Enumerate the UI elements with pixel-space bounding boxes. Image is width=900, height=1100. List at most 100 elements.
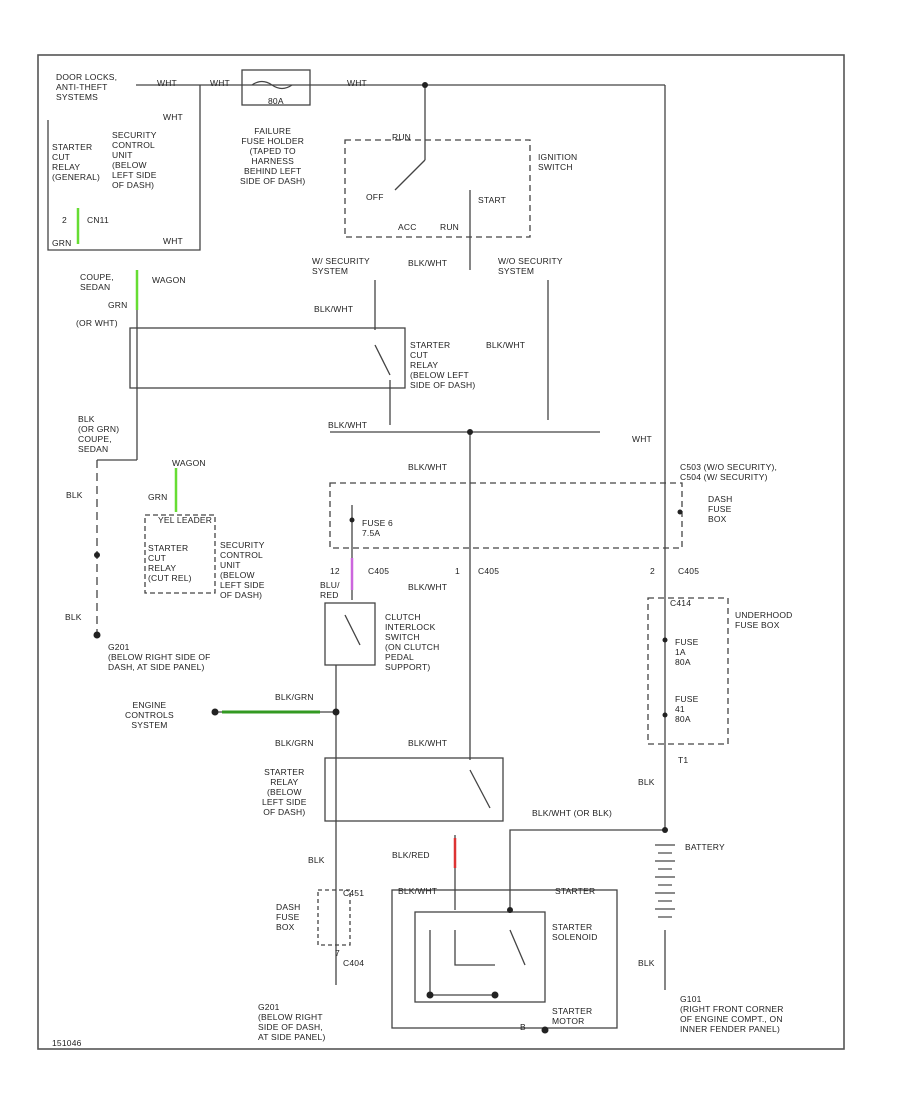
label-failure-fuse: FAILURE FUSE HOLDER (TAPED TO HARNESS BE… bbox=[240, 126, 306, 186]
label-dash-fuse-box: DASH FUSE BOX bbox=[708, 494, 733, 524]
label-pin-t1: T1 bbox=[678, 755, 689, 765]
label-c405: C405 bbox=[678, 566, 700, 576]
clutch-switch-box bbox=[324, 602, 376, 666]
label-grn: GRN bbox=[52, 238, 72, 248]
label-blk-red: BLK/RED bbox=[392, 850, 430, 860]
connector-dot bbox=[662, 712, 668, 718]
label-c405: C405 bbox=[478, 566, 500, 576]
label-fuse-6: FUSE 6 7.5A bbox=[362, 518, 393, 538]
label-blk: BLK bbox=[66, 490, 83, 500]
label-blk-wht: BLK/WHT bbox=[408, 462, 448, 472]
label-security-control-unit-top: SECURITY CONTROL UNIT (BELOW LEFT SIDE O… bbox=[112, 130, 157, 190]
relay-mid-arm bbox=[374, 344, 391, 376]
connector-dot bbox=[677, 509, 683, 515]
ignition-switch-arm bbox=[394, 159, 426, 191]
label-pin: 2 bbox=[650, 566, 655, 576]
label-blk-wht: BLK/WHT bbox=[486, 340, 526, 350]
label-blk: BLK bbox=[638, 958, 655, 968]
label-c414: C414 bbox=[670, 598, 692, 608]
label-fuse-rating: 80A bbox=[268, 96, 284, 106]
starter-cut-relay-mid-box bbox=[129, 327, 406, 389]
label-underhood-fuse: UNDERHOOD FUSE BOX bbox=[735, 610, 793, 630]
label-wht: WHT bbox=[210, 78, 230, 88]
label-c502-note: C503 (W/O SECURITY), C504 (W/ SECURITY) bbox=[680, 462, 778, 482]
starter-outer-box bbox=[391, 889, 618, 1029]
underhood-fuse-box bbox=[647, 597, 729, 745]
label-fuse-1: FUSE 1A 80A bbox=[675, 637, 699, 667]
label-g201-top: G201 (BELOW RIGHT SIDE OF DASH, AT SIDE … bbox=[108, 642, 211, 672]
label-wht: WHT bbox=[163, 112, 183, 122]
label-blk-wht-or-blk: BLK/WHT (OR BLK) bbox=[532, 808, 613, 818]
ignition-switch-box bbox=[344, 139, 531, 238]
label-wagon: WAGON bbox=[172, 458, 206, 468]
dash-fuse-box-dashed bbox=[329, 482, 683, 549]
label-ignition-switch: IGNITION SWITCH bbox=[538, 152, 578, 172]
dash-fuse-box-bottom bbox=[317, 889, 351, 946]
junction-dot bbox=[467, 429, 473, 435]
clutch-switch-arm bbox=[344, 614, 361, 646]
solenoid-internal bbox=[429, 930, 495, 996]
label-grn: GRN bbox=[108, 300, 128, 310]
label-w-security: W/ SECURITY SYSTEM bbox=[312, 256, 370, 276]
label-blk-wht: BLK/WHT bbox=[408, 738, 448, 748]
label-sw-run2: RUN bbox=[440, 222, 460, 232]
label-pin: 2 bbox=[62, 215, 67, 225]
label-pin: 1 bbox=[455, 566, 460, 576]
solenoid-arm bbox=[509, 929, 526, 966]
label-battery: BATTERY bbox=[685, 842, 725, 852]
starter-solenoid-box bbox=[414, 911, 546, 1003]
label-blk-or-grn: BLK (OR GRN) COUPE, SEDAN bbox=[78, 414, 120, 454]
label-g201-bottom: G201 (BELOW RIGHT SIDE OF DASH, AT SIDE … bbox=[258, 1002, 326, 1042]
diagram-frame bbox=[37, 54, 845, 1050]
label-blu-red: BLU/ RED bbox=[320, 580, 340, 600]
label-blk-grn: BLK/GRN bbox=[275, 738, 314, 748]
label-starter-motor: STARTER MOTOR bbox=[552, 1006, 593, 1026]
starter-relay-arm bbox=[469, 769, 491, 809]
label-c451: C451 bbox=[343, 888, 365, 898]
label-fuse-2: FUSE 41 80A bbox=[675, 694, 699, 724]
junction-dot bbox=[662, 827, 668, 833]
label-starter: STARTER bbox=[555, 886, 596, 896]
label-starter-relay: STARTER RELAY (BELOW LEFT SIDE OF DASH) bbox=[262, 767, 307, 817]
label-sw-acc: ACC bbox=[398, 222, 417, 232]
connector-dot bbox=[349, 517, 355, 523]
label-sw-start: START bbox=[478, 195, 507, 205]
label-blk: BLK bbox=[65, 612, 82, 622]
battery-symbol bbox=[655, 844, 675, 918]
label-b-mark: B bbox=[520, 1022, 526, 1032]
label-blk: BLK bbox=[308, 855, 325, 865]
label-engine-controls: ENGINE CONTROLS SYSTEM bbox=[125, 700, 174, 730]
label-blk: BLK bbox=[638, 777, 655, 787]
junction-dot bbox=[422, 82, 428, 88]
label-starter-cut-relay-mid: STARTER CUT RELAY (BELOW LEFT SIDE OF DA… bbox=[410, 340, 476, 390]
label-dash-fuse-box: DASH FUSE BOX bbox=[276, 902, 301, 932]
ground-dot bbox=[94, 552, 100, 558]
security-unit-top-outline bbox=[47, 100, 201, 251]
arrow-head bbox=[211, 708, 219, 716]
label-c405: C405 bbox=[368, 566, 390, 576]
label-c404: C404 bbox=[343, 958, 365, 968]
label-wagon: WAGON bbox=[152, 275, 186, 285]
label-sw-run: RUN bbox=[392, 132, 412, 142]
label-blk-wht: BLK/WHT bbox=[328, 420, 368, 430]
label-starter-cut-relay-low: STARTER CUT RELAY (CUT REL) bbox=[148, 543, 192, 583]
label-door-locks: DOOR LOCKS, ANTI-THEFT SYSTEMS bbox=[56, 72, 118, 102]
label-wht: WHT bbox=[632, 434, 652, 444]
label-pin: 7 bbox=[335, 948, 340, 958]
label-or-wht: (OR WHT) bbox=[76, 318, 118, 328]
label-g101: G101 (RIGHT FRONT CORNER OF ENGINE COMPT… bbox=[680, 994, 784, 1034]
label-yel-leader: YEL LEADER bbox=[158, 515, 213, 525]
label-starter-cut-relay-top: STARTER CUT RELAY (GENERAL) bbox=[52, 142, 101, 182]
starter-relay-box bbox=[324, 757, 504, 822]
label-pin: 12 bbox=[330, 566, 340, 576]
label-blk-wht: BLK/WHT bbox=[314, 304, 354, 314]
label-coupe-sedan: COUPE, SEDAN bbox=[80, 272, 114, 292]
security-unit-low-box bbox=[144, 514, 216, 594]
label-sw-off: OFF bbox=[366, 192, 384, 202]
wire-battery-starter bbox=[509, 829, 665, 910]
label-security-control-unit-low: SECURITY CONTROL UNIT (BELOW LEFT SIDE O… bbox=[220, 540, 265, 600]
connector-dot bbox=[662, 637, 668, 643]
label-blk-wht: BLK/WHT bbox=[398, 886, 438, 896]
label-grn: GRN bbox=[148, 492, 168, 502]
